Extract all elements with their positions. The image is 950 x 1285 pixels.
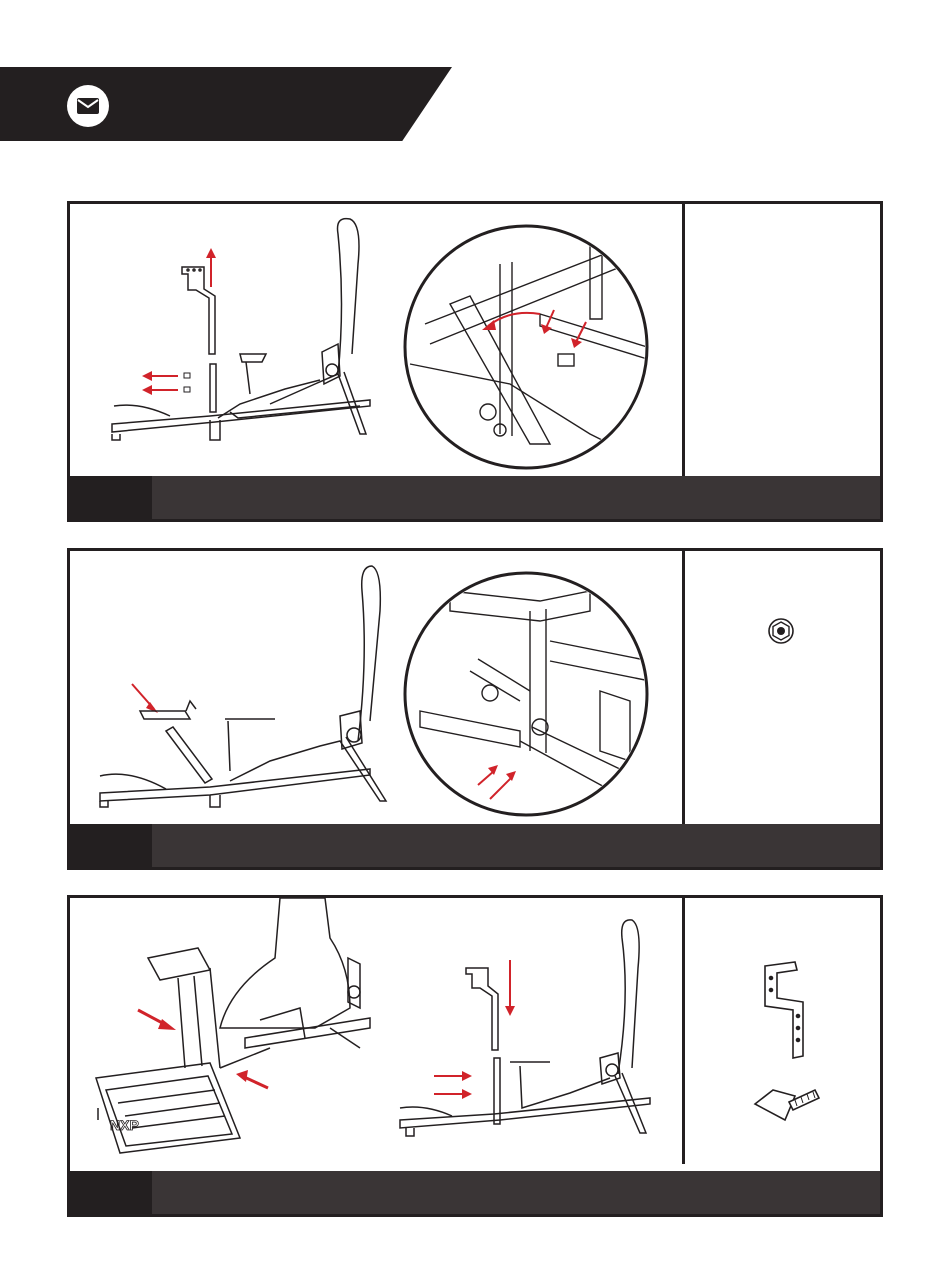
offset-bracket-icon: [765, 962, 803, 1058]
cockpit-frame-side: [100, 566, 386, 807]
step-panel-3: NXP: [67, 895, 883, 1217]
cockpit-frame-perspective: [96, 898, 370, 1153]
step-3-illustration: NXP: [70, 898, 684, 1164]
thumb-screw-icon: [755, 1090, 819, 1120]
step-1-illustration: [70, 204, 684, 479]
step-3-footer: [70, 1171, 880, 1214]
upright-bracket: [466, 968, 498, 1050]
step-2-illustration: [70, 551, 684, 827]
step-3-parts-box: [685, 898, 880, 1164]
step-number-box: [70, 476, 152, 519]
detail-magnifier: [405, 226, 647, 468]
step-panel-1: [67, 201, 883, 522]
cockpit-frame-side: [112, 219, 370, 440]
step-1-footer: [70, 476, 880, 519]
step-panel-2: [67, 548, 883, 870]
flange-nut-icon: [769, 619, 793, 643]
cockpit-frame-side: [400, 920, 650, 1136]
step-number-box: [70, 824, 152, 867]
step-number-box: [70, 1171, 152, 1214]
step-2-footer: [70, 824, 880, 867]
envelope-icon: [67, 85, 109, 127]
step-1-parts-box: [685, 204, 880, 479]
step-2-parts-box: [685, 551, 880, 827]
frame-logo: NXP: [110, 1117, 139, 1133]
